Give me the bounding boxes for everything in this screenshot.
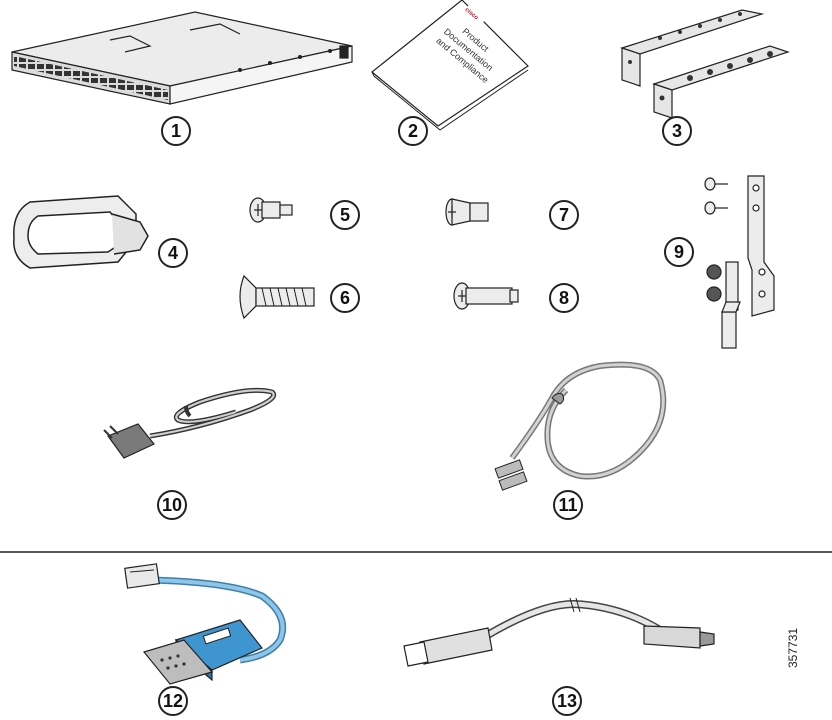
screw-item-8 <box>453 282 519 310</box>
callout-10: 10 <box>157 490 187 520</box>
callout-12: 12 <box>158 686 188 716</box>
callout-9: 9 <box>664 237 694 267</box>
callout-7: 7 <box>549 200 579 230</box>
threaded-screw-item-6 <box>239 274 315 320</box>
console-cable-item <box>124 563 287 685</box>
callout-3: 3 <box>662 116 692 146</box>
grounding-lug-kit-item <box>704 175 775 349</box>
cable-guide-item <box>13 195 149 269</box>
callout-4: 4 <box>158 238 188 268</box>
figure-id: 357731 <box>786 627 800 668</box>
callout-5: 5 <box>330 200 360 230</box>
callout-2: 2 <box>398 116 428 146</box>
ethernet-cable-item <box>494 361 667 491</box>
cisco-logo-icon <box>465 4 487 24</box>
callout-11: 11 <box>553 490 583 520</box>
switch-chassis-item <box>11 11 353 105</box>
power-cord-item <box>103 387 277 459</box>
product-documentation-item: cisco Product Documentation and Complian… <box>371 0 529 131</box>
rack-mount-brackets-item <box>620 9 790 119</box>
callout-8: 8 <box>549 283 579 313</box>
callout-6: 6 <box>330 283 360 313</box>
screw-item-7 <box>445 198 489 226</box>
callout-1: 1 <box>161 116 191 146</box>
callout-13: 13 <box>552 686 582 716</box>
usb-cable-item <box>403 597 715 667</box>
screw-item-5 <box>249 197 293 223</box>
